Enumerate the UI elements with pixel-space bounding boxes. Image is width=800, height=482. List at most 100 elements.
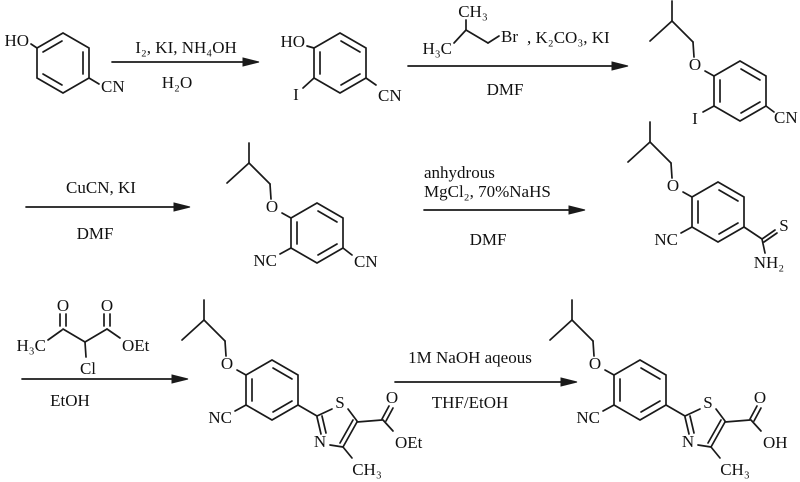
bond [697,444,712,448]
bond [47,329,63,341]
atom-label-nc: NC [576,408,600,427]
bond [710,446,721,459]
isobutyl-chain [226,142,292,219]
isobutyl-chain [549,299,615,376]
reagents-above: , K₂CO₃, KI [527,28,610,47]
atom-label-nitrogen: N [682,432,694,451]
double-bond [339,419,354,444]
double-bond [749,405,758,420]
atom-label-cn: CN [774,108,798,127]
atom-label-oxygen: O [667,176,679,195]
atom-label-ho: HO [4,31,29,50]
bond [710,421,726,448]
molecule-febuxostat: O NC S N CH₃ O OH [549,299,788,479]
bond [30,43,38,49]
bond [347,408,358,422]
atom-label-nitrogen: N [314,432,326,451]
bond [365,77,377,86]
isobutyl-chain [627,121,693,198]
molecule-4-isobutoxyisophthalonitrile: O NC CN [226,142,378,271]
benzene-ring [245,359,299,421]
bond [465,29,489,44]
bond [382,419,394,432]
atom-label-ch3: CH₃ [458,2,488,21]
atom-label-ch3: CH₃ [720,460,750,479]
solvent-below: H₂O [162,73,192,92]
molecule-4-hydroxy-3-iodobenzonitrile: HO I CN [280,32,401,105]
reagents-above: I₂, KI, NH₄OH [135,38,237,57]
atom-label-nc: NC [253,251,277,270]
bond [342,247,353,256]
reaction-arrow-3: CuCN, KI DMF [25,178,191,243]
isobutyl-chain [649,0,715,77]
bond [743,226,763,240]
bond [329,444,344,448]
bond [750,419,762,432]
reaction-arrow-1: I₂, KI, NH₄OH H₂O [111,38,260,92]
molecule-febuxostat-ethyl-ester: O NC S N CH₃ O OEt [181,299,423,479]
arrow-head [611,61,629,71]
arrow-head [568,205,586,215]
molecule-4-hydroxybenzonitrile: HO CN [4,31,124,96]
atom-label-carbonyl-oxygen: O [386,388,398,407]
bond [62,328,86,343]
reaction-arrow-6: 1M NaOH aqeous THF/EtOH [394,348,578,412]
reaction-arrow-2: , K₂CO₃, KI DMF [407,28,629,99]
reagent-isobutyl-bromide: H₃C CH₃ Br [422,2,518,58]
atom-label-sulfur: S [335,393,344,412]
atom-label-oh: OH [763,433,788,452]
benzene-ring [290,202,344,264]
double-bond [381,405,390,420]
molecule-4-isobutoxy-3-iodobenzonitrile: O I CN [649,0,798,128]
bond [715,408,726,422]
bond [297,404,318,417]
atom-label-ho: HO [280,32,305,51]
bond [342,446,353,459]
atom-label-h3c: H₃C [16,336,46,355]
arrow-head [173,202,191,212]
double-bond [385,407,394,422]
atom-label-cn: CN [354,252,378,271]
double-bond [707,419,722,444]
double-bond [689,415,695,434]
atom-label-cl: Cl [80,359,96,378]
bond [761,238,766,254]
atom-label-nc: NC [208,408,232,427]
bond [316,408,333,417]
atom-label-oxygen: O [266,197,278,216]
bond [106,328,121,339]
bond [84,341,87,358]
atom-label-oet: OEt [122,336,150,355]
bond [684,408,701,417]
arrow-head [560,377,578,387]
benzene-ring [613,359,667,421]
atom-label-oxygen: O [101,296,113,315]
bond [702,105,715,113]
double-bond [316,416,322,435]
bond [84,328,108,343]
isobutyl-chain [181,299,247,376]
arrow-head [242,57,260,67]
atom-label-cn: CN [101,77,125,96]
bond [453,29,467,44]
molecule-3-cyano-4-isobutoxythiobenzamide: O NC S NH₂ [627,121,789,272]
benzene-ring [36,32,90,94]
atom-label-br: Br [501,27,518,46]
atom-label-ch3: CH₃ [352,460,382,479]
benzene-ring [313,32,367,94]
benzene-ring [713,60,767,122]
bond [88,77,100,85]
bond [356,419,383,423]
reagents-above-line2: MgCl₂, 70%NaHS [424,182,551,201]
atom-label-oxygen: O [689,55,701,74]
atom-label-sulfur: S [779,216,788,235]
reaction-arrow-5: EtOH [21,374,189,410]
atom-label-carbonyl-oxygen: O [754,388,766,407]
bond [765,105,775,113]
atom-label-oxygen: O [57,296,69,315]
benzene-ring [691,181,745,243]
bond [302,77,315,89]
double-bond [761,229,776,240]
atom-label-nc: NC [654,230,678,249]
